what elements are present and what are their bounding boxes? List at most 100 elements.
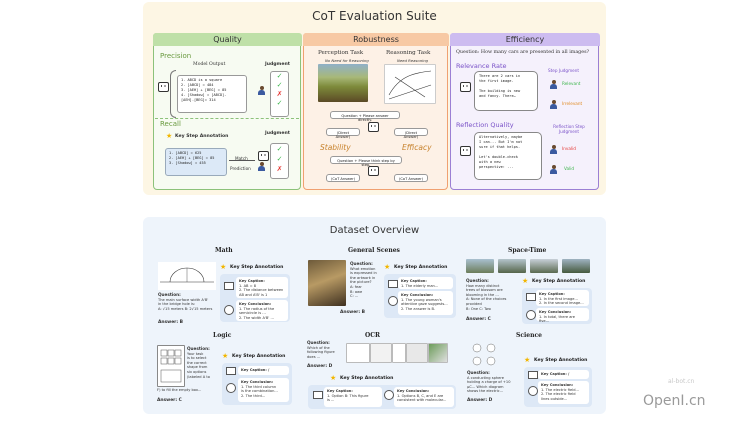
logic-question-label: Question:	[187, 346, 210, 351]
star-icon: ★	[220, 263, 227, 271]
math-conclusion-label: Key Conclusion:	[239, 302, 272, 306]
general-conclusion-line: 2. The answer is B.	[401, 306, 436, 311]
bubble-line: I can... But I'm not	[479, 140, 523, 144]
spacetime-caption-box: Key Caption: 1. In the first image... 2.…	[536, 290, 589, 306]
recall-label: Recall	[160, 120, 181, 128]
model-output-line: 1. ABCD is a square	[181, 78, 223, 82]
math-conclusion-line: 2. The width A'B' ...	[239, 315, 274, 320]
math-caption-box: Key Caption: 1. AB = 8 2. The distance b…	[236, 277, 288, 298]
general-question-line: is expressed in	[350, 271, 377, 276]
bubble-line: There are 2 cars in	[479, 74, 521, 78]
spacetime-question-line: B: One C: Two	[466, 306, 491, 311]
spacetime-caption-label: Key Caption:	[539, 292, 565, 296]
relevance-bubble: There are 2 cars in the first image. The…	[474, 71, 538, 111]
general-conclusion-line: 1. The young woman's	[401, 297, 442, 302]
lightbulb-icon	[224, 305, 234, 315]
logic-answer: Answer: C	[157, 398, 182, 403]
logic-conclusion-label: Key Conclusion:	[241, 380, 274, 384]
ocr-answer: Answer: D	[307, 364, 333, 369]
invalid-label: Invalid	[562, 146, 576, 151]
irrelevant-label: Irrelevant	[562, 101, 583, 106]
bubble-line: Let's double-check	[479, 155, 518, 159]
robot-icon	[158, 82, 169, 92]
valid-label: Valid	[564, 166, 575, 171]
cross-icon: ✗	[276, 90, 283, 98]
spacetime-caption-line: 1. In the first image...	[539, 296, 578, 301]
check-icon: ✓	[276, 72, 283, 80]
bubble-line: the first image.	[479, 79, 514, 83]
divider	[155, 118, 299, 119]
science-question-line: shows the electric...	[467, 389, 504, 394]
watermark-small: al-bot.cn	[668, 378, 695, 385]
spacetime-question-line: provided	[466, 301, 482, 306]
lightbulb-icon	[384, 390, 394, 400]
precision-label: Precision	[160, 52, 192, 60]
logic-question-line: (labeled A to	[187, 374, 210, 379]
logic-question-line: Your task	[187, 351, 204, 356]
relevance-rate-label: Relevance Rate	[456, 62, 507, 70]
general-conclusion-box: Key Conclusion: 1. The young woman's att…	[398, 291, 453, 315]
ocr-caption-line: 1. Option B: This figure	[327, 393, 369, 398]
spacetime-title: Space-Time	[508, 247, 547, 254]
perception-note: No Need for Reasoning	[325, 58, 369, 63]
star-icon: ★	[524, 356, 531, 364]
lightbulb-icon	[528, 386, 538, 396]
spacetime-question-line: How many distinct	[466, 283, 500, 288]
bubble-line: The building is new	[479, 89, 521, 93]
science-conclusion-line: 1. The electric field...	[541, 387, 579, 392]
star-icon: ★	[222, 352, 229, 360]
science-answer: Answer: D	[467, 398, 493, 403]
logic-key-step: Key Step Annotation	[232, 354, 286, 359]
ocr-question-label: Question:	[307, 340, 330, 345]
general-question-line: B: awe	[350, 289, 363, 294]
general-conclusion-label: Key Conclusion:	[401, 293, 434, 297]
model-output-line: 4. [Shadow] = [ABCD]-	[181, 93, 227, 97]
science-question-line: holding a charge of +10	[467, 380, 511, 385]
recall-judgment-column: ✓ ✓ ✗	[270, 143, 289, 179]
bubble-line: with a new	[479, 160, 501, 164]
science-caption-label: Key Caption: /	[541, 372, 570, 376]
key-step-line: 2. [AEH] + [BEG] = 85	[169, 156, 215, 160]
overview-title: Dataset Overview	[329, 225, 420, 236]
logic-grid	[160, 349, 182, 383]
check-icon: ✓	[276, 155, 283, 163]
spacetime-question-line: A: None of the choices	[466, 297, 507, 302]
math-caption-line: 2. The distance between	[239, 288, 284, 293]
logic-conclusion-line: 2. The third...	[241, 393, 266, 398]
math-question-line: The main surface width A'B'	[158, 297, 209, 302]
logic-caption-box: Key Caption: /	[238, 366, 289, 375]
star-icon: ★	[384, 263, 391, 271]
robot-icon	[368, 122, 379, 132]
math-diagram	[160, 267, 214, 283]
math-question-label: Question:	[158, 292, 181, 297]
model-output-label: Model Output	[193, 62, 226, 67]
general-caption-line: 1. The elderly man...	[401, 283, 439, 288]
general-question: Question: What emotion is expressed in t…	[350, 261, 380, 299]
logic-question: Question: Your task is to select the cor…	[187, 346, 219, 379]
brace-icon	[170, 70, 176, 118]
logic-title: Logic	[213, 332, 232, 339]
spacetime-question-line: blooming in the ...	[466, 292, 499, 297]
efficacy-label: Efficacy	[402, 143, 432, 152]
question-step-box: Question + Please think step by step.	[330, 156, 402, 167]
cot-answer-box-left: (CoT Answer)	[326, 174, 360, 182]
spacetime-caption-line: 2. In the second image...	[539, 301, 584, 306]
star-icon: ★	[330, 374, 337, 382]
spacetime-image-4	[562, 259, 590, 273]
judgment-column: ✓ ✓ ✗ ✓	[270, 71, 289, 117]
lightbulb-icon	[526, 310, 536, 320]
general-answer: Answer: B	[340, 310, 365, 315]
science-question-label: Question:	[467, 370, 490, 375]
science-question-line: μC... Which diagram	[467, 384, 504, 389]
question-direct-box: Question + Please answer directly.	[330, 111, 400, 122]
logic-conclusion-line: 1. The third column	[241, 384, 277, 389]
general-question-line: C: ...	[350, 294, 359, 299]
bubble-line: perspective: ...	[479, 165, 514, 169]
direct-answer-box-left: (Direct Answer)	[326, 128, 360, 139]
model-output-line: 2. [ABCD] = 484	[181, 83, 214, 87]
math-image	[158, 262, 216, 290]
watermark-site: OpenI.cn	[643, 393, 706, 409]
science-conclusion-box: Key Conclusion: 1. The electric field...…	[538, 381, 589, 404]
spacetime-image-3	[530, 259, 558, 273]
math-question-line: in the bridge hole is:	[158, 302, 196, 307]
